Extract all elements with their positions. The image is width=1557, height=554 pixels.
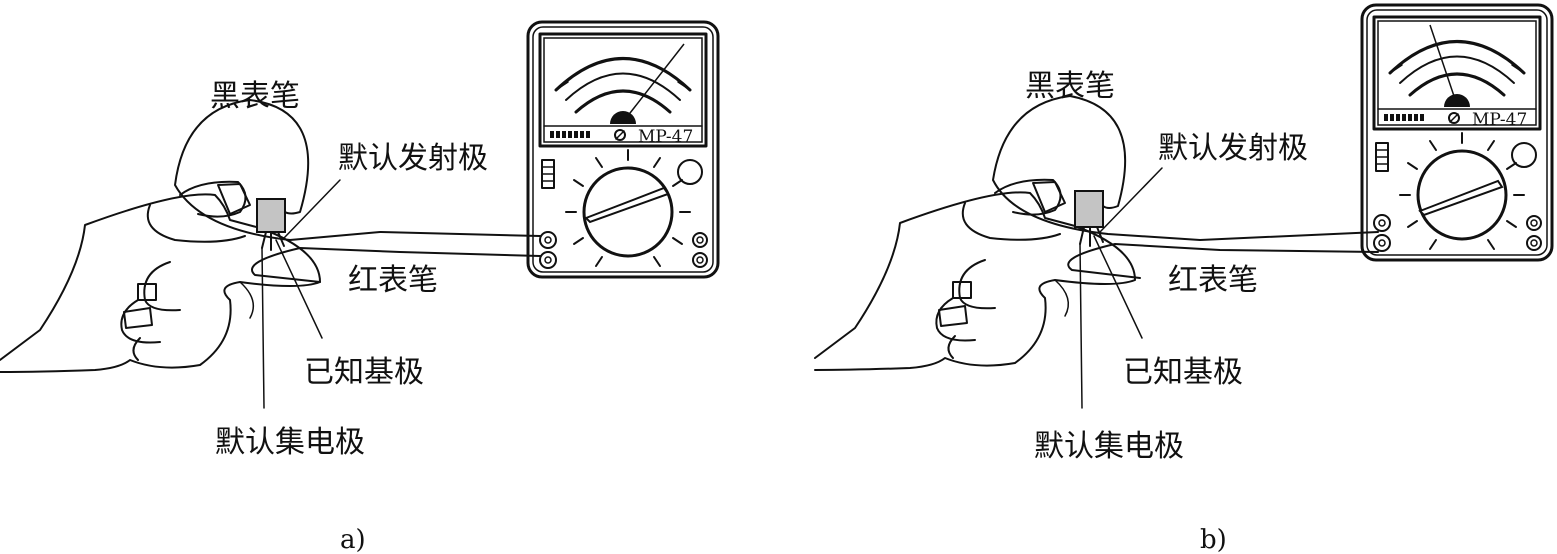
label-default-collector-a: 默认集电极 [215,425,365,460]
label-default-emitter-b: 默认发射极 [1158,131,1308,166]
label-black-probe-a: 黑表笔 [210,79,300,114]
label-default-collector-b: 默认集电极 [1034,429,1184,464]
transistor-a [257,199,285,232]
dial-pointer-b [1420,181,1502,215]
label-known-base-b: 已知基极 [1123,355,1243,390]
meter-needle-b [1430,25,1457,105]
label-default-emitter-a: 默认发射极 [338,141,488,176]
panel-a: MP-47 黑表笔 默认发射极 红表笔 已知基极 默认集电极 a) [0,22,718,554]
dial-pointer-a [586,188,668,222]
label-red-probe-a: 红表笔 [348,263,438,298]
meter-needle-a [623,44,684,122]
multimeter-b: MP-47 [1362,5,1552,260]
caption-a: a) [340,525,366,554]
meter-model-a: MP-47 [638,127,693,147]
transistor-leads-a [262,232,284,250]
transistor-b [1075,191,1103,227]
black-probe-lead-b [993,96,1378,240]
meter-model-b: MP-47 [1472,110,1527,130]
label-known-base-a: 已知基极 [304,355,424,390]
multimeter-a: MP-47 [528,22,718,277]
panel-b: MP-47 黑表笔 默认发射极 红表笔 已知基极 默认集电极 b) [815,5,1552,554]
label-black-probe-b: 黑表笔 [1025,69,1115,104]
label-red-probe-b: 红表笔 [1168,263,1258,298]
caption-b: b) [1200,525,1227,554]
